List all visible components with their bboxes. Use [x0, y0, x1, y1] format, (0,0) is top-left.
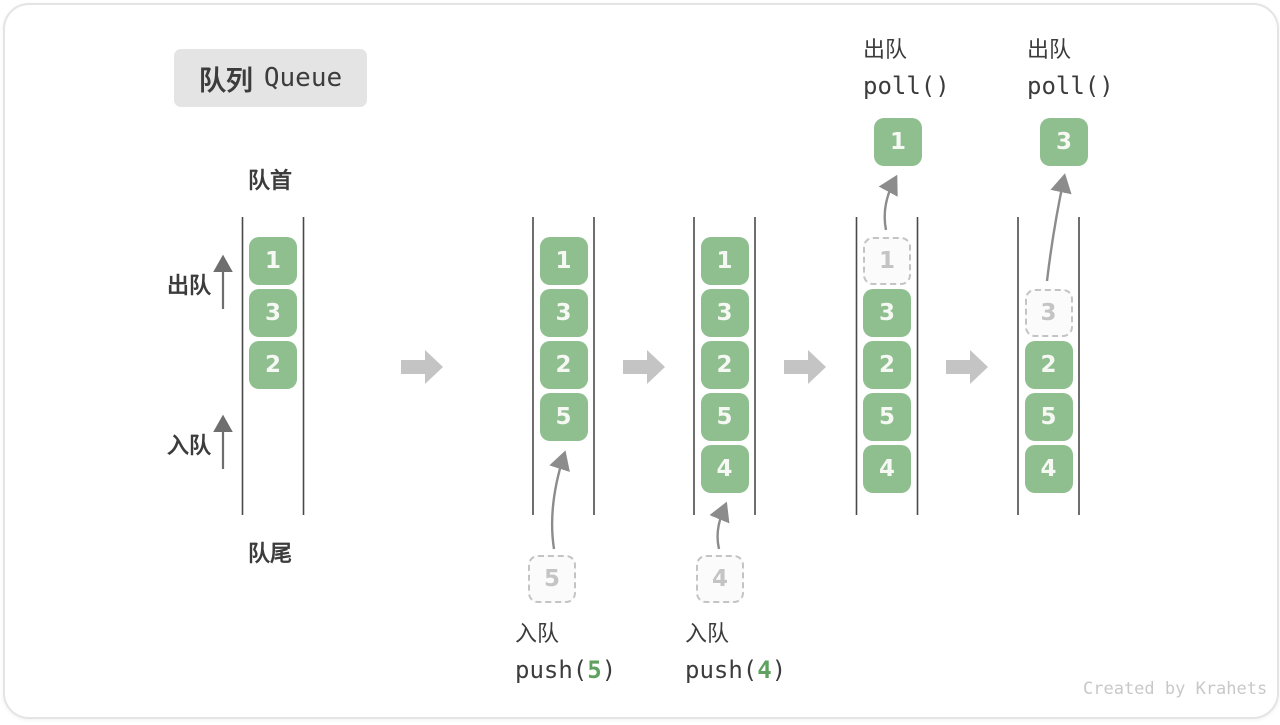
dequeue-side-label: 出队 [167, 273, 212, 298]
queue-item: 2 [539, 341, 588, 389]
right-block-arrow-icon [946, 350, 988, 384]
queue-item: 4 [863, 445, 911, 493]
title-cn: 队列 [198, 65, 253, 96]
queue-item: 1 [249, 237, 297, 285]
queue-item: 2 [700, 341, 749, 389]
poll-arrow-queue4 [878, 174, 898, 231]
op-label-state-after-push-4: 入队 push(4) [685, 619, 786, 688]
queue-item: 5 [539, 393, 588, 441]
op-label-state-after-poll-3: 出队 poll() [1027, 35, 1114, 104]
incoming-item: 4 [696, 555, 744, 603]
queue-item: 4 [1024, 445, 1073, 493]
queue-item: 4 [700, 445, 749, 493]
op-code: poll() [1027, 72, 1114, 100]
right-block-arrow-icon [401, 350, 443, 384]
queue-item-dashed: 3 [1024, 289, 1073, 337]
popped-item: 1 [874, 118, 922, 166]
queue-item: 1 [539, 237, 588, 285]
queue-item-dashed: 1 [863, 237, 911, 285]
right-block-arrow-icon [623, 350, 665, 384]
op-code: push(4) [685, 656, 787, 684]
queue-item: 3 [700, 289, 749, 337]
op-label-state-after-poll-1: 出队 poll() [863, 35, 950, 104]
queue-item: 2 [249, 341, 297, 389]
title-en: Queue [263, 63, 343, 93]
popped-item: 3 [1040, 118, 1088, 166]
queue-rear-label: 队尾 [248, 541, 293, 566]
queue-item: 1 [700, 237, 749, 285]
op-label-cn: 出队 [863, 37, 908, 62]
diagram-overlay [213, 173, 1080, 550]
op-label-cn: 入队 [685, 621, 730, 646]
push-arrow-queue2 [549, 450, 570, 550]
watermark: Created by Krahets [1083, 679, 1268, 699]
queue-item: 2 [1024, 341, 1073, 389]
op-code-arg: 4 [757, 656, 772, 684]
incoming-item: 5 [528, 555, 576, 603]
op-code-arg: 5 [587, 656, 602, 684]
op-code: push(5) [515, 656, 617, 684]
push-arrow-queue3 [709, 501, 730, 550]
queue-item: 3 [863, 289, 911, 337]
queue-item: 5 [700, 393, 749, 441]
queue-item: 5 [1024, 393, 1073, 441]
queue-front-label: 队首 [248, 168, 293, 193]
op-label-cn: 出队 [1027, 37, 1072, 62]
enqueue-side-label: 入队 [167, 433, 212, 458]
queue-item: 3 [539, 289, 588, 337]
right-block-arrow-icon [784, 350, 826, 384]
op-label-state-after-push-5: 入队 push(5) [515, 619, 616, 688]
queue-item: 2 [863, 341, 911, 389]
poll-arrow-queue5 [1045, 173, 1072, 282]
op-label-cn: 入队 [515, 621, 560, 646]
op-code: poll() [863, 72, 950, 100]
queue-item: 5 [863, 393, 911, 441]
queue-item: 3 [249, 289, 297, 337]
title-badge: 队列 Queue [174, 49, 367, 107]
